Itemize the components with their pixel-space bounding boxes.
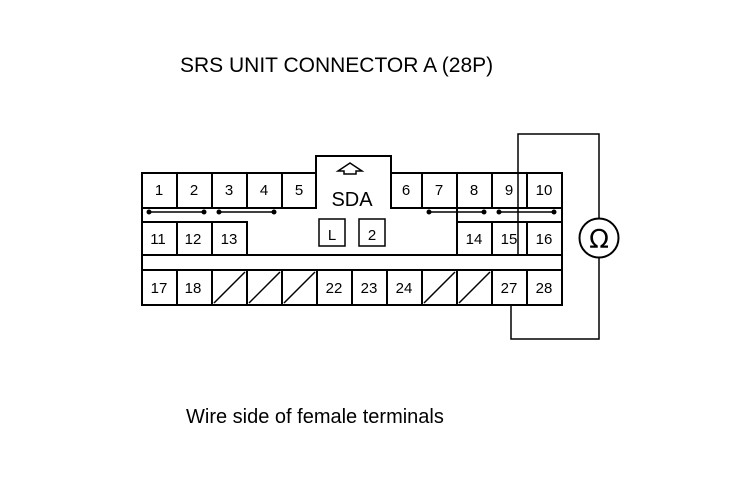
- connector-label: SDA: [331, 189, 373, 211]
- pin-15: 15: [501, 231, 518, 248]
- pin-7: 7: [435, 182, 443, 199]
- pin-18: 18: [185, 280, 202, 297]
- pin-27: 27: [501, 280, 518, 297]
- pin-24: 24: [396, 280, 413, 297]
- unused-cavity-25: [423, 271, 456, 304]
- code-mark-box: [358, 218, 386, 247]
- unused-cavity-21: [283, 271, 316, 304]
- pin-16: 16: [536, 231, 553, 248]
- unused-cavity-19: [213, 271, 246, 304]
- row-2-pins: 11 12 13 14 15 16: [141, 208, 563, 256]
- lock-arrow-icon: [335, 162, 365, 175]
- lock-mark-box: [318, 218, 346, 247]
- pin-22: 22: [326, 280, 343, 297]
- pin-1: 1: [155, 182, 163, 199]
- pin-2: 2: [190, 182, 198, 199]
- test-lead-pin-27: [510, 257, 600, 340]
- pin-23: 23: [361, 280, 378, 297]
- pin-28: 28: [536, 280, 553, 297]
- pin-9: 9: [505, 182, 513, 199]
- row-1-pins: 1 2 3 4 5 6 7 8 9 10: [141, 172, 563, 209]
- unused-cavities: [213, 271, 491, 304]
- pin-8: 8: [470, 182, 478, 199]
- pin-4: 4: [260, 182, 268, 199]
- row-3-pins: 17 18 22 23 24 27 28: [151, 270, 553, 305]
- ohmmeter-circuit: Ω: [510, 133, 620, 340]
- unused-cavity-20: [248, 271, 281, 304]
- pin-17: 17: [151, 280, 168, 297]
- code-mark: 2: [368, 227, 376, 244]
- diagram-caption: Wire side of female terminals: [186, 406, 444, 428]
- pin-3: 3: [225, 182, 233, 199]
- shorting-bars: [146, 209, 557, 215]
- unused-cavity-26: [458, 271, 491, 304]
- pin-6: 6: [402, 182, 410, 199]
- ohm-symbol: Ω: [589, 225, 609, 255]
- lock-mark: L: [328, 227, 336, 244]
- test-lead-pin-10: [517, 133, 600, 255]
- pin-11: 11: [150, 231, 166, 248]
- pin-12: 12: [185, 231, 202, 248]
- pin-14: 14: [466, 231, 483, 248]
- connector-center-marks: SDA L 2: [318, 162, 386, 247]
- pin-5: 5: [295, 182, 303, 199]
- diagram-title: SRS UNIT CONNECTOR A (28P): [180, 54, 493, 77]
- ohmmeter-icon: [578, 217, 620, 259]
- pin-13: 13: [221, 231, 238, 248]
- pin-10: 10: [536, 182, 553, 199]
